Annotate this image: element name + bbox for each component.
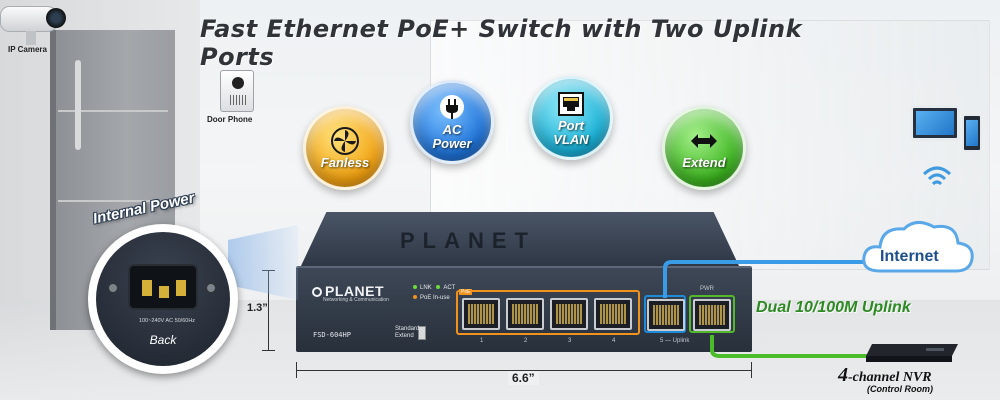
screw-icon — [206, 283, 216, 293]
port-number: 3 — [568, 338, 572, 344]
door-phone-icon — [220, 70, 254, 112]
width-dimension-cap — [751, 362, 752, 378]
feature-ac-power: AC Power — [410, 80, 494, 164]
led-poe: PoE In-use — [413, 295, 450, 301]
led-poe-icon — [413, 295, 417, 300]
pwr-label: PWR — [700, 286, 714, 292]
led-act-icon — [436, 285, 441, 290]
page-title: Fast Ethernet PoE+ Switch with Two Uplin… — [200, 15, 803, 71]
feature-ac-power-line2: Power — [432, 136, 472, 151]
feature-extend-label: Extend — [682, 155, 726, 170]
ac-power-socket — [128, 264, 198, 310]
feature-port-vlan-line1: Port — [558, 118, 584, 133]
uplink-port-6[interactable] — [693, 299, 731, 331]
nvr-sub-label: (Control Room) — [867, 384, 933, 394]
port-number: 1 — [480, 338, 484, 344]
lan-port-2[interactable] — [506, 298, 544, 330]
feature-extend: Extend — [662, 106, 746, 190]
ethernet-port-icon — [558, 92, 584, 116]
switch-brand-sub: Networking & Communication — [323, 297, 389, 303]
uplink-caption: Dual 10/100M Uplink — [756, 299, 911, 316]
extend-arrows-icon — [691, 134, 717, 148]
feature-port-vlan: Port VLAN — [529, 76, 613, 160]
planet-logo-icon — [312, 287, 322, 298]
nvr-label-text: -channel NVR — [848, 370, 932, 385]
nvr-label-number: 4 — [838, 364, 848, 386]
poe-port-group — [456, 290, 640, 335]
height-dimension-line — [268, 270, 269, 350]
nvr-label: 4-channel NVR — [838, 364, 932, 387]
port-number: 2 — [524, 338, 528, 344]
power-back-label: Back — [149, 333, 177, 347]
door-panel-line — [58, 200, 168, 202]
feature-ac-power-line1: AC — [442, 122, 462, 137]
tablet-icon — [910, 105, 960, 141]
cloud-icon — [862, 221, 974, 273]
height-dimension-label: 1.3” — [247, 302, 268, 314]
fan-icon — [331, 127, 359, 155]
switch-model: FSD-604HP — [313, 331, 351, 339]
led-lnk-icon — [413, 285, 417, 290]
width-dimension-label: 6.6” — [508, 371, 539, 385]
internet-label: Internet — [880, 248, 939, 265]
lan-port-1[interactable] — [462, 298, 500, 330]
led-lnk-label: LNK — [420, 285, 432, 291]
switch-brand: PLANET — [312, 283, 384, 299]
smartphone-icon — [962, 114, 982, 152]
feature-fanless-label: Fanless — [320, 155, 370, 170]
height-dimension-cap — [262, 350, 275, 351]
switch-top-cover — [300, 212, 740, 268]
width-dimension-line — [296, 370, 752, 371]
led-poe-label: PoE In-use — [420, 295, 450, 301]
switch-top-logo: PLANET — [400, 228, 536, 253]
plug-icon — [440, 95, 464, 119]
feature-port-vlan-line2: VLAN — [553, 132, 589, 147]
lan-port-3[interactable] — [550, 298, 588, 330]
poe-tag: PoE — [459, 289, 473, 295]
standard-extend-switch[interactable] — [418, 326, 426, 340]
feature-fanless: Fanless — [303, 106, 387, 190]
uplink-port-6-group — [689, 295, 735, 333]
width-dimension-cap — [296, 362, 297, 378]
led-act-label: ACT — [443, 285, 456, 291]
door-handle — [75, 60, 81, 150]
lan-port-4[interactable] — [594, 298, 632, 330]
screw-icon — [108, 283, 118, 293]
power-callout-wedge — [228, 225, 298, 300]
ip-camera-icon — [0, 2, 70, 46]
ip-camera-label: IP Camera — [8, 45, 47, 54]
wifi-icon — [922, 166, 952, 186]
port-number: 4 — [612, 338, 616, 344]
door-phone-label: Door Phone — [207, 115, 253, 124]
toggle-labels: Standard Extend — [395, 326, 420, 339]
uplink-port-label: 5 — Uplink — [660, 338, 690, 344]
led-lnk-act: LNK ACT — [413, 285, 455, 291]
nvr-icon — [866, 344, 958, 362]
uplink-port-5[interactable] — [647, 299, 685, 331]
power-spec-label: 100~240V AC 50/60Hz — [138, 318, 196, 324]
switch-brand-text: PLANET — [325, 283, 384, 299]
door-panel-line — [58, 110, 168, 112]
